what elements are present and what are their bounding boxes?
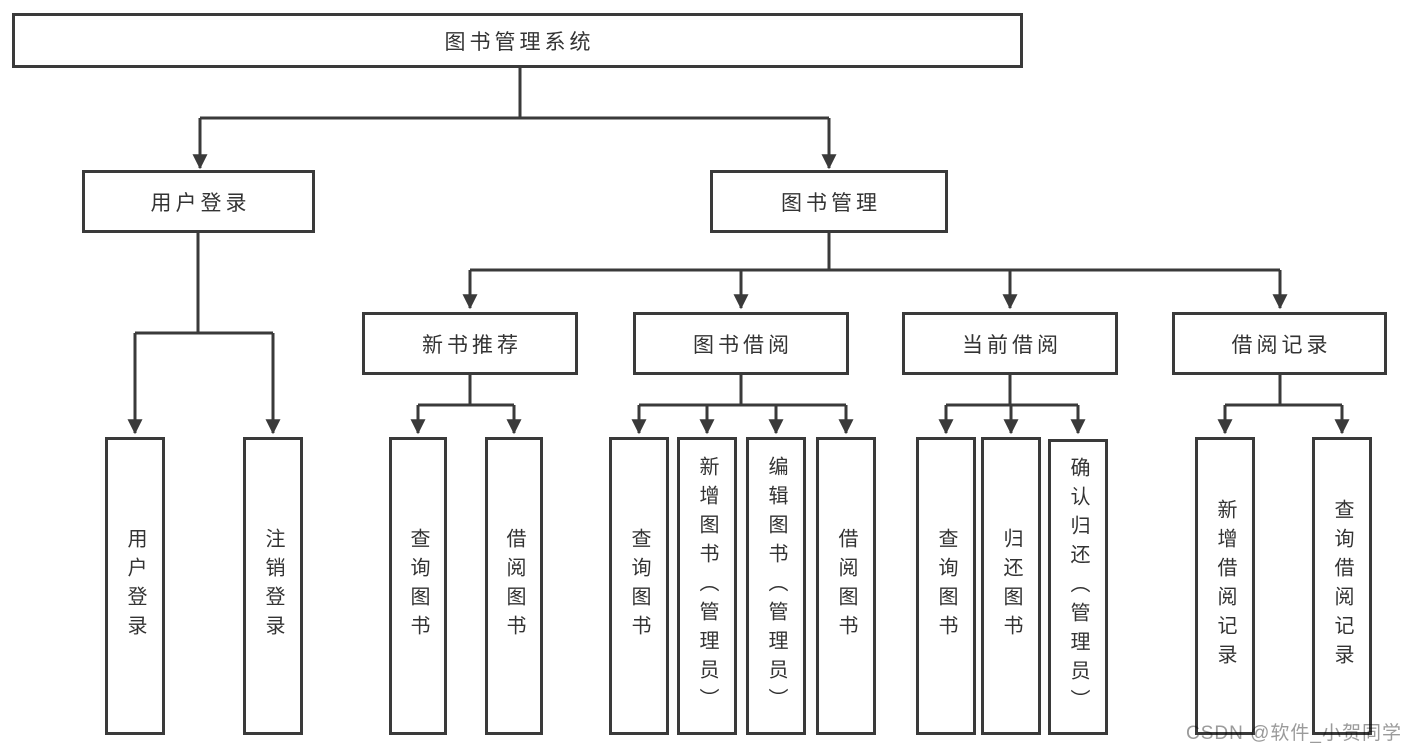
node-current-borrow: 当前借阅	[902, 312, 1118, 375]
leaf-add-book-admin: 新增图书（管理员）	[677, 437, 737, 735]
leaf-logout: 注销登录	[243, 437, 303, 735]
node-borrow-records: 借阅记录	[1172, 312, 1387, 375]
leaf-query-books-borrow: 查询图书	[609, 437, 669, 735]
leaf-query-borrow-record: 查询借阅记录	[1312, 437, 1372, 735]
node-new-book-recommend: 新书推荐	[362, 312, 578, 375]
leaf-confirm-return-admin: 确认归还（管理员）	[1048, 439, 1108, 735]
node-root-system: 图书管理系统	[12, 13, 1023, 68]
csdn-watermark: CSDN @软件_小贺同学	[1186, 723, 1402, 744]
node-user-login: 用户登录	[82, 170, 315, 233]
leaf-return-book: 归还图书	[981, 437, 1041, 735]
leaf-query-books-current: 查询图书	[916, 437, 976, 735]
leaf-borrow-books-recommend: 借阅图书	[485, 437, 543, 735]
leaf-query-books-recommend: 查询图书	[389, 437, 447, 735]
leaf-add-borrow-record: 新增借阅记录	[1195, 437, 1255, 735]
leaf-user-login: 用户登录	[105, 437, 165, 735]
node-book-management: 图书管理	[710, 170, 948, 233]
node-book-borrow: 图书借阅	[633, 312, 849, 375]
leaf-borrow-books: 借阅图书	[816, 437, 876, 735]
leaf-edit-book-admin: 编辑图书（管理员）	[746, 437, 806, 735]
